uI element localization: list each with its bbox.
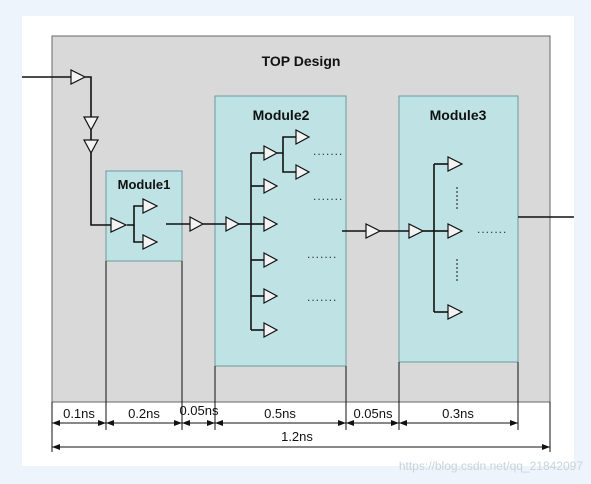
module2-ellipsis-1: ....... (313, 144, 343, 158)
dimension-extension-lines (51, 261, 551, 452)
clock-wires (22, 76, 574, 331)
module3-vertical-dots (456, 187, 458, 281)
module3-label: Module3 (430, 107, 487, 123)
top-design-title: TOP Design (262, 53, 341, 69)
segment-label-3: 0.05ns (179, 403, 219, 418)
module2-ellipsis-2: ....... (313, 189, 343, 203)
total-label: 1.2ns (281, 429, 313, 444)
segment-label-1: 0.1ns (63, 406, 95, 421)
module2-box (214, 95, 347, 367)
module2-label: Module2 (253, 107, 310, 123)
segment-label-6: 0.3ns (442, 406, 474, 421)
segment-label-5: 0.05ns (353, 406, 393, 421)
module2-ellipsis-4: ....... (307, 290, 337, 304)
module3-ellipsis: ....... (477, 222, 507, 236)
segment-label-4: 0.5ns (264, 406, 296, 421)
watermark: https://blog.csdn.net/qq_21842097 (399, 459, 583, 473)
segment-label-2: 0.2ns (128, 406, 160, 421)
dimension-arrowheads (52, 420, 550, 450)
module2-ellipsis-3: ....... (307, 247, 337, 261)
module1-label: Module1 (118, 177, 171, 192)
clock-buffers (70, 69, 464, 339)
